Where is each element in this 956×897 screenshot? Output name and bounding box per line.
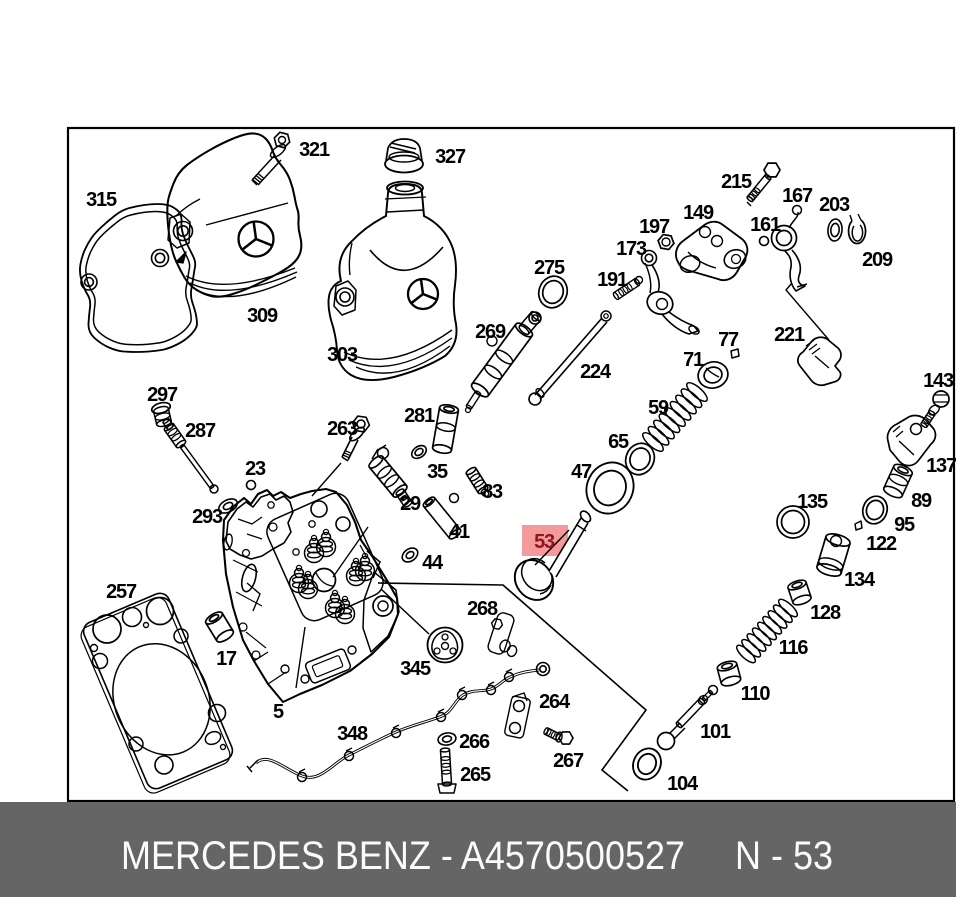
svg-text:321: 321 [299,139,330,161]
svg-text:297: 297 [147,384,178,406]
svg-text:17: 17 [216,648,237,670]
svg-text:110: 110 [741,683,771,705]
svg-text:191: 191 [597,269,628,291]
svg-text:264: 264 [539,691,571,713]
svg-text:287: 287 [185,420,216,442]
svg-text:203: 203 [819,194,850,216]
svg-text:149: 149 [683,202,714,224]
svg-text:173: 173 [616,238,647,260]
svg-text:221: 221 [774,324,805,346]
svg-text:266: 266 [459,731,490,753]
svg-text:134: 134 [844,569,876,591]
svg-text:29: 29 [400,493,421,515]
svg-text:267: 267 [553,750,584,772]
svg-text:95: 95 [894,514,915,536]
svg-text:281: 281 [404,405,435,427]
svg-text:44: 44 [422,552,444,574]
svg-text:35: 35 [427,461,448,483]
svg-text:257: 257 [106,581,137,603]
svg-text:161: 161 [750,214,781,236]
svg-text:83: 83 [482,481,503,503]
svg-text:315: 315 [86,189,117,211]
svg-text:263: 263 [327,418,358,440]
svg-text:77: 77 [718,329,739,351]
svg-text:215: 215 [721,171,752,193]
svg-text:348: 348 [337,723,368,745]
svg-text:122: 122 [866,533,897,555]
svg-text:59: 59 [648,397,669,419]
svg-text:65: 65 [608,431,629,453]
svg-text:23: 23 [245,458,266,480]
svg-text:167: 167 [782,185,813,207]
svg-text:116: 116 [779,637,809,659]
svg-text:89: 89 [911,490,932,512]
svg-text:197: 197 [639,216,670,238]
svg-text:N - 53: N - 53 [735,834,833,878]
svg-text:269: 269 [475,321,506,343]
svg-text:101: 101 [700,721,731,743]
svg-text:143: 143 [923,370,954,392]
svg-text:71: 71 [683,349,704,371]
svg-text:327: 327 [435,146,466,168]
svg-text:5: 5 [273,701,284,723]
svg-text:137: 137 [926,455,956,477]
svg-text:275: 275 [534,257,565,279]
svg-text:41: 41 [449,521,470,543]
svg-text:53: 53 [534,531,555,553]
svg-text:47: 47 [571,461,592,483]
svg-text:268: 268 [467,598,498,620]
svg-text:293: 293 [192,506,223,528]
svg-text:303: 303 [327,344,358,366]
svg-text:345: 345 [400,658,431,680]
svg-text:224: 224 [580,361,612,383]
svg-text:265: 265 [460,764,491,786]
svg-text:309: 309 [247,305,278,327]
svg-text:135: 135 [797,491,828,513]
svg-text:128: 128 [810,602,841,624]
svg-text:104: 104 [667,773,699,795]
svg-text:209: 209 [862,249,893,271]
svg-text:MERCEDES BENZ - A4570500527: MERCEDES BENZ - A4570500527 [121,834,685,878]
